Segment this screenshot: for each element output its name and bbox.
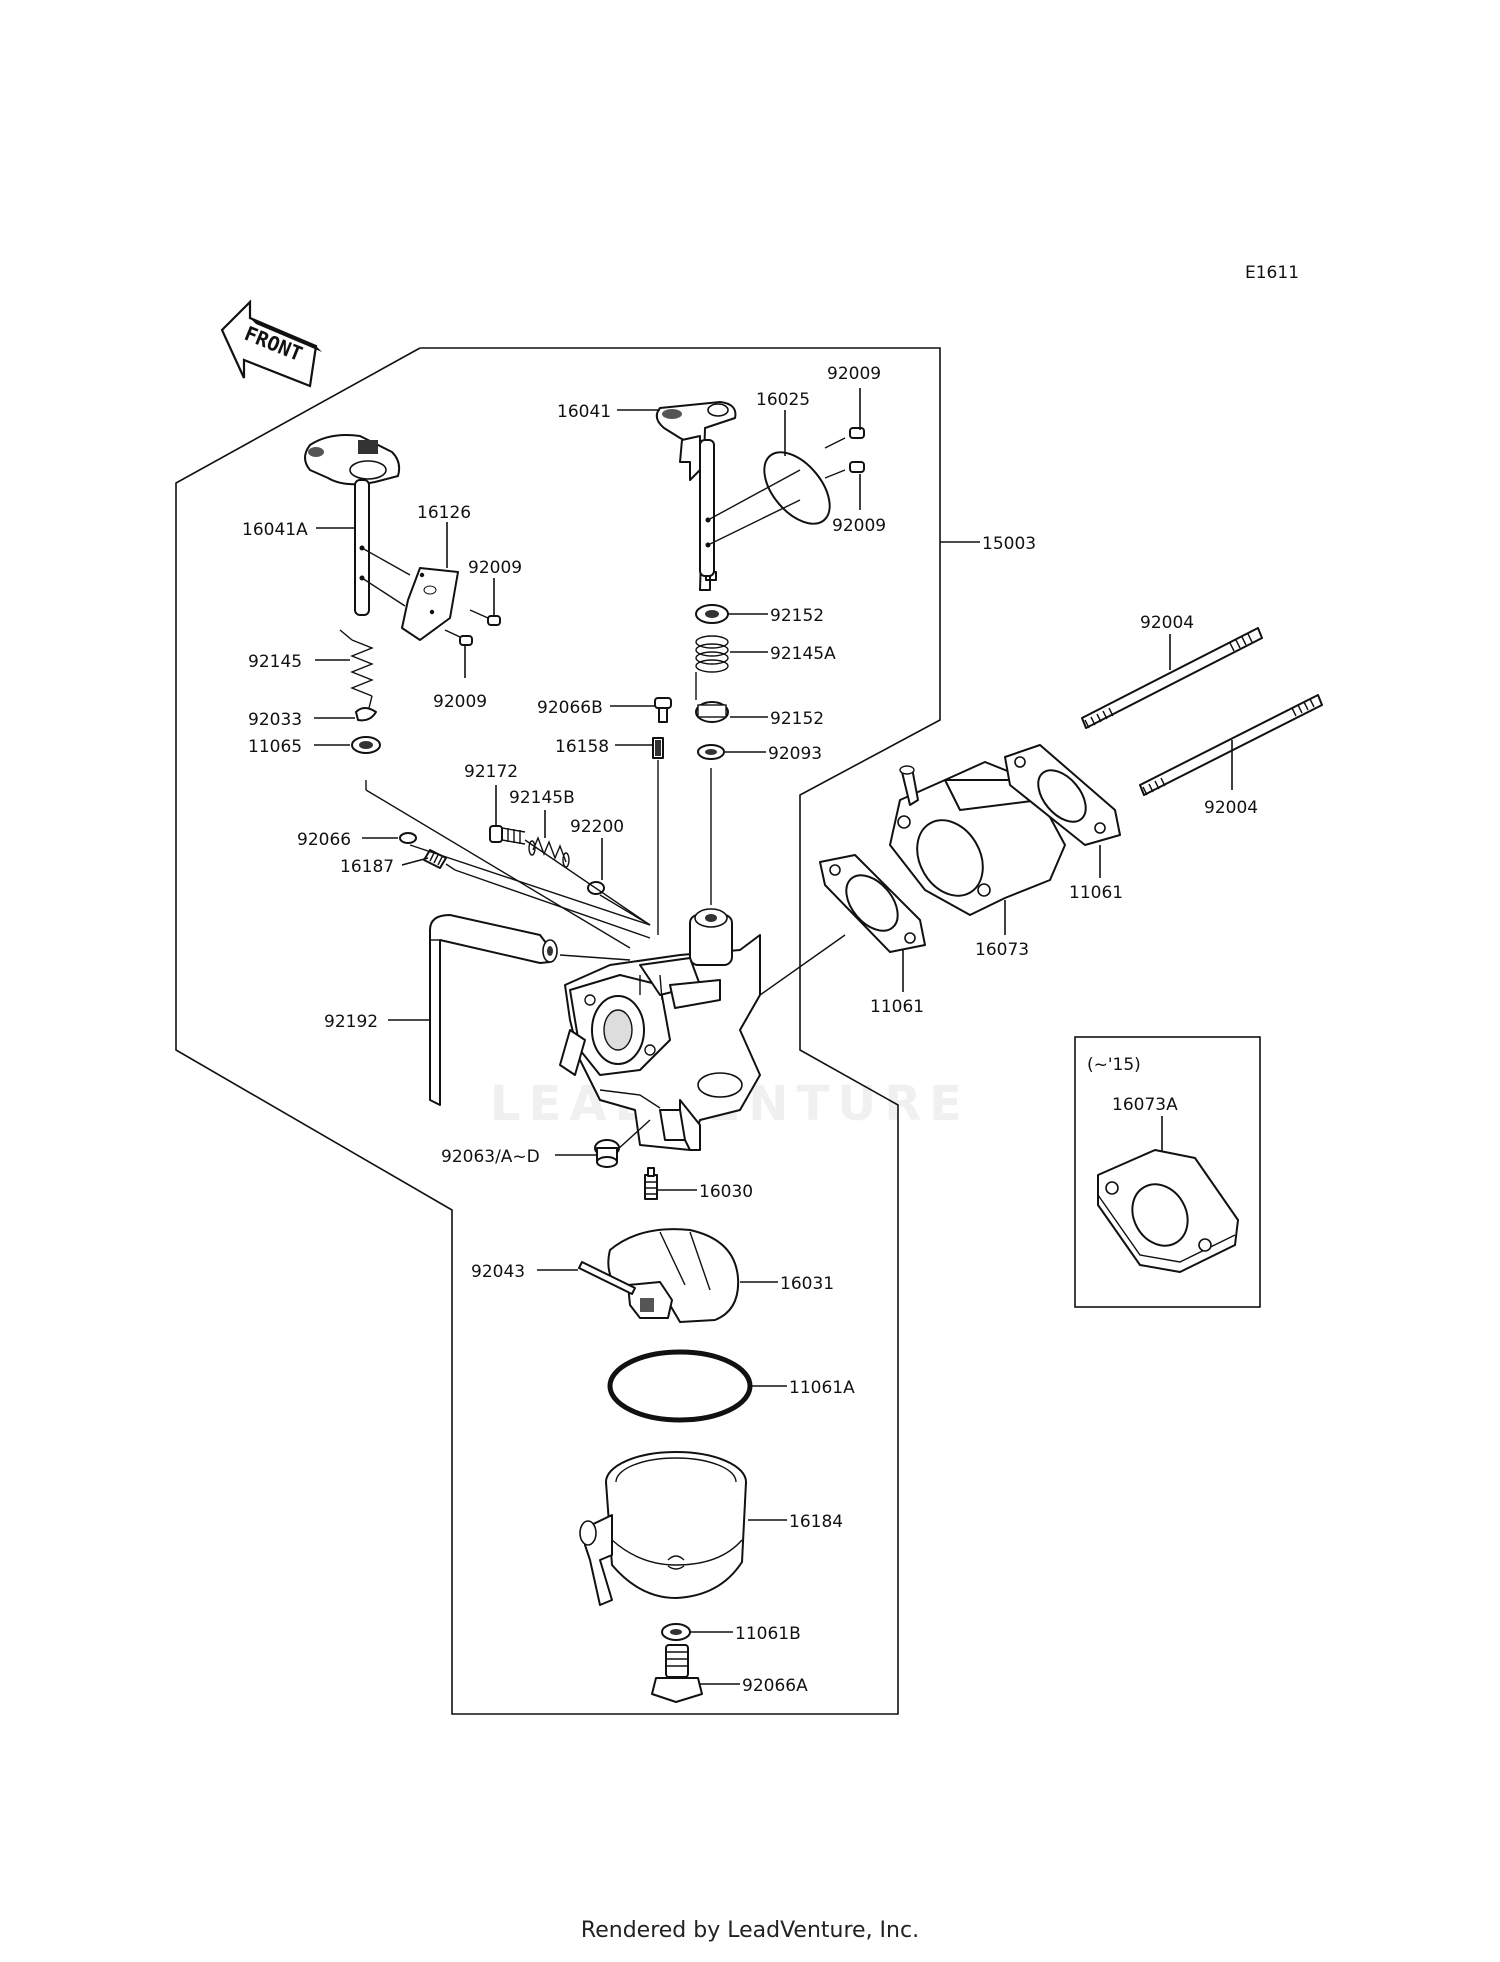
screw-92009-left-lower — [459, 635, 473, 646]
callout-11061B: 11061B — [735, 1624, 801, 1644]
callout-92009-left-lower: 92009 — [433, 692, 487, 712]
callout-16025: 16025 — [756, 390, 810, 410]
callout-16073: 16073 — [975, 940, 1029, 960]
callout-16041: 16041 — [557, 402, 611, 422]
screw-92009-upper — [824, 427, 865, 449]
spring-92145A — [695, 635, 729, 673]
callout-92043: 92043 — [471, 1262, 525, 1282]
insulator-16073A — [1097, 1149, 1239, 1273]
callout-92066B: 92066B — [537, 698, 603, 718]
washer-11061B — [661, 1623, 691, 1641]
callout-16126: 16126 — [417, 503, 471, 523]
choke-plate-16126 — [401, 567, 459, 641]
callout-15003: 15003 — [982, 534, 1036, 554]
inset-label: (~'15) — [1087, 1055, 1141, 1075]
callout-92152-lower: 92152 — [770, 709, 824, 729]
callout-16184: 16184 — [789, 1512, 843, 1532]
callout-92066: 92066 — [297, 830, 351, 850]
callout-11061A: 11061A — [789, 1378, 855, 1398]
carburetor-body — [559, 908, 761, 1151]
o-ring-92093 — [697, 744, 725, 760]
callout-92172: 92172 — [464, 762, 518, 782]
callout-92093: 92093 — [768, 744, 822, 764]
callout-92145A: 92145A — [770, 644, 836, 664]
callout-16073A: 16073A — [1112, 1095, 1178, 1115]
stud-92004-lower — [1139, 694, 1323, 796]
callout-92145: 92145 — [248, 652, 302, 672]
callout-92004-upper: 92004 — [1140, 613, 1194, 633]
bolt-92066A — [651, 1644, 703, 1703]
callout-92009-upper: 92009 — [827, 364, 881, 384]
screw-16187 — [423, 849, 456, 871]
callout-16030: 16030 — [699, 1182, 753, 1202]
needle-16158 — [652, 737, 664, 759]
insulator-16073 — [889, 761, 1066, 916]
front-arrow-icon: FRONT — [220, 299, 322, 388]
o-ring-92066 — [399, 832, 417, 844]
callout-92009-left-upper: 92009 — [468, 558, 522, 578]
callout-16187: 16187 — [340, 857, 394, 877]
screw-92009-left-upper — [487, 615, 501, 626]
tube-92192 — [429, 914, 558, 1106]
pin-92043 — [578, 1261, 636, 1295]
gasket-11061A — [607, 1349, 753, 1423]
callout-16041A: 16041A — [242, 520, 308, 540]
choke-shaft-16041A — [304, 434, 401, 616]
callout-11065: 11065 — [248, 737, 302, 757]
spring-92145 — [339, 629, 374, 713]
callout-92004-lower: 92004 — [1204, 798, 1258, 818]
seal-11065 — [351, 736, 381, 754]
screw-92063 — [594, 1139, 620, 1168]
stud-92004-upper — [1081, 627, 1263, 729]
callout-92063: 92063/A~D — [441, 1147, 540, 1167]
callout-11061-left: 11061 — [870, 997, 924, 1017]
callout-92192: 92192 — [324, 1012, 378, 1032]
screw-92066B — [654, 697, 672, 723]
footer-credit: Rendered by LeadVenture, Inc. — [580, 1918, 920, 1943]
assembly-boundary — [175, 347, 941, 1715]
float-16031 — [607, 1228, 740, 1323]
e-clip-92033 — [355, 707, 377, 722]
jet-16030 — [644, 1167, 658, 1200]
throttle-shaft-16041 — [655, 401, 737, 591]
gasket-11061-right — [1004, 744, 1121, 846]
callout-92152-upper: 92152 — [770, 606, 824, 626]
callout-16031: 16031 — [780, 1274, 834, 1294]
float-bowl-16184 — [579, 1451, 747, 1606]
callout-92145B: 92145B — [509, 788, 575, 808]
callout-11061-right: 11061 — [1069, 883, 1123, 903]
inset-box — [1074, 1036, 1261, 1308]
callout-92033: 92033 — [248, 710, 302, 730]
callout-92009-lower: 92009 — [832, 516, 886, 536]
callout-16158: 16158 — [555, 737, 609, 757]
screw-92172 — [489, 825, 526, 845]
diagram-code: E1611 — [1245, 263, 1299, 283]
callout-92066A: 92066A — [742, 1676, 808, 1696]
throttle-plate-16025 — [763, 451, 831, 525]
spring-92145B — [528, 836, 570, 868]
screw-92009-lower — [824, 461, 865, 479]
gasket-11061-left — [819, 854, 926, 953]
callout-92200: 92200 — [570, 817, 624, 837]
